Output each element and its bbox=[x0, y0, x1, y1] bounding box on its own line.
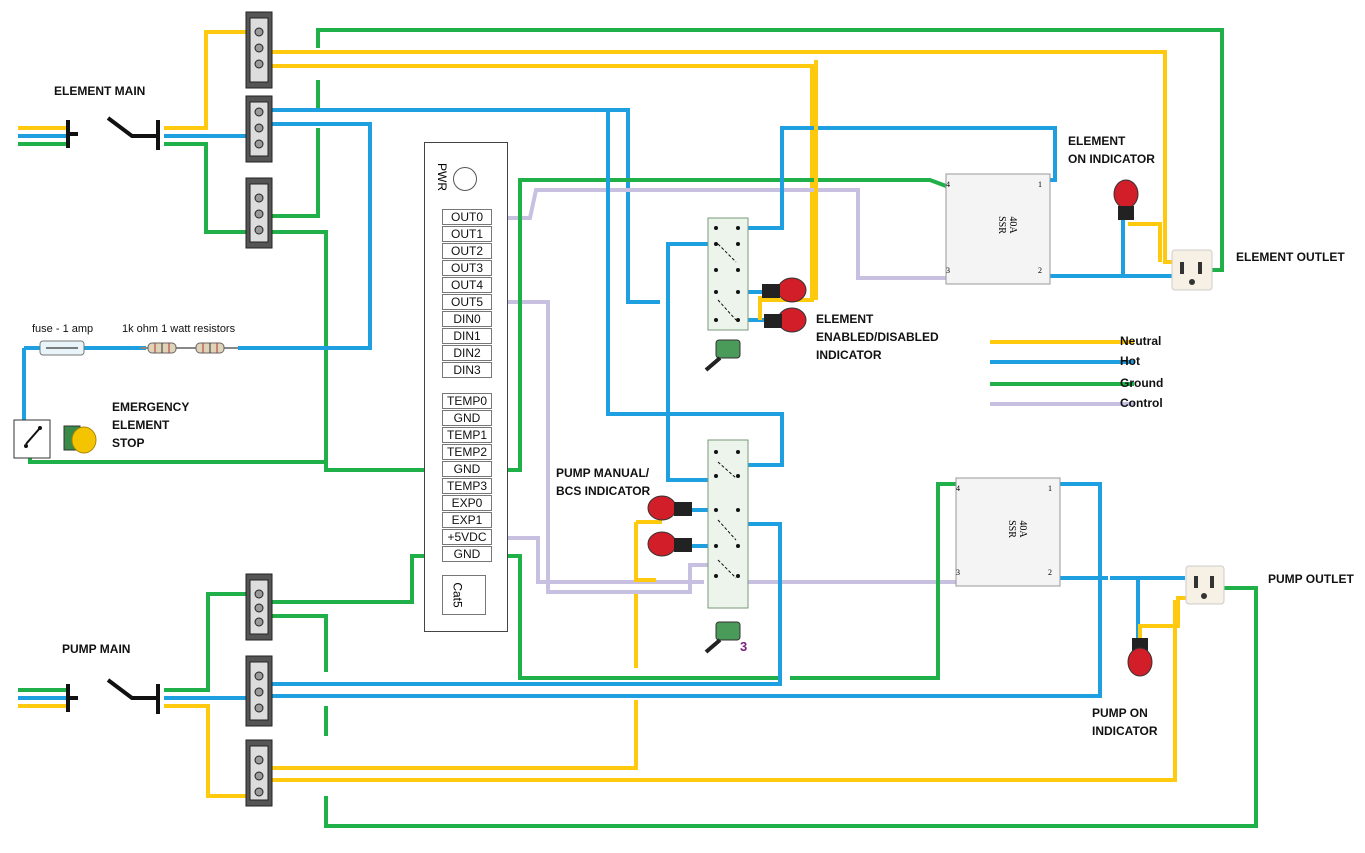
emergency-label-1: EMERGENCY bbox=[112, 400, 190, 414]
pump-on-indicator-icon bbox=[1127, 638, 1153, 677]
pump-on-label-2: INDICATOR bbox=[1092, 724, 1158, 738]
cat5-port: Cat5 bbox=[442, 575, 486, 615]
element-main-switch bbox=[66, 116, 160, 150]
port-din3: DIN3 bbox=[442, 362, 492, 378]
pump-manual-label-2: BCS INDICATOR bbox=[556, 484, 651, 498]
port-exp1: EXP1 bbox=[442, 512, 492, 528]
emergency-label-2: ELEMENT bbox=[112, 418, 170, 432]
port-exp0: EXP0 bbox=[442, 495, 492, 511]
pump-toggle-switch-icon bbox=[704, 621, 741, 654]
bcs-controller: PWR OUT0 OUT1 OUT2 OUT3 OUT4 OUT5 DIN0 D… bbox=[424, 142, 508, 632]
switch-number-label: 3 bbox=[740, 639, 748, 654]
cat5-label: Cat5 bbox=[450, 582, 465, 608]
legend-lines bbox=[990, 340, 1134, 406]
legend-hot-label: Hot bbox=[1120, 354, 1140, 368]
port-temp2: TEMP2 bbox=[442, 444, 492, 460]
port-din2: DIN2 bbox=[442, 345, 492, 361]
port-temp3: TEMP3 bbox=[442, 478, 492, 494]
emergency-stop-switch bbox=[13, 419, 51, 459]
element-switch-wires bbox=[606, 60, 1175, 482]
terminal-block-pump-3 bbox=[245, 739, 273, 807]
resistors-label: 1k ohm 1 watt resistors bbox=[122, 323, 236, 335]
port-gnd-1: GND bbox=[442, 410, 492, 426]
element-main-wires bbox=[18, 28, 1224, 472]
pump-selector-switch bbox=[707, 439, 749, 609]
element-main-label: ELEMENT MAIN bbox=[54, 84, 146, 98]
port-gnd-3: GND bbox=[442, 546, 492, 562]
element-on-label-2: ON INDICATOR bbox=[1068, 152, 1155, 166]
port-din1: DIN1 bbox=[442, 328, 492, 344]
terminal-blocks bbox=[245, 11, 273, 807]
port-out4: OUT4 bbox=[442, 277, 492, 293]
port-din0: DIN0 bbox=[442, 311, 492, 327]
port-out1: OUT1 bbox=[442, 226, 492, 242]
pwr-label: PWR bbox=[435, 163, 449, 191]
element-on-indicator-icon bbox=[1113, 179, 1139, 220]
fuse-label: fuse - 1 amp bbox=[32, 323, 94, 335]
bcs-wires bbox=[272, 178, 958, 680]
fuse bbox=[39, 340, 85, 356]
port-temp1: TEMP1 bbox=[442, 427, 492, 443]
resistors bbox=[140, 342, 238, 354]
element-on-label-1: ELEMENT bbox=[1068, 134, 1126, 148]
pump-outlet-label: PUMP OUTLET bbox=[1268, 572, 1354, 586]
port-5vdc: +5VDC bbox=[442, 529, 492, 545]
port-out2: OUT2 bbox=[442, 243, 492, 259]
terminal-block-element-3 bbox=[245, 177, 273, 249]
pump-switch-wires bbox=[272, 482, 1190, 698]
terminal-block-element-2 bbox=[245, 95, 273, 163]
power-led-icon bbox=[453, 167, 477, 191]
element-enabled-indicator-2-icon bbox=[764, 307, 807, 333]
element-enabled-label-2: ENABLED/DISABLED bbox=[816, 330, 939, 344]
port-gnd-2: GND bbox=[442, 461, 492, 477]
pump-manual-indicator-2-icon bbox=[647, 531, 692, 557]
pump-main-wires bbox=[18, 586, 1258, 828]
pump-main-label: PUMP MAIN bbox=[62, 642, 131, 656]
pump-outlet-icon bbox=[1185, 565, 1225, 605]
pump-manual-indicator-1-icon bbox=[647, 495, 692, 521]
element-outlet-label: ELEMENT OUTLET bbox=[1236, 250, 1345, 264]
legend-neutral-label: Neutral bbox=[1120, 334, 1162, 348]
port-temp0: TEMP0 bbox=[442, 393, 492, 409]
ssr-pump bbox=[955, 477, 1061, 587]
port-out0: OUT0 bbox=[442, 209, 492, 225]
element-enabled-label-3: INDICATOR bbox=[816, 348, 882, 362]
port-out5: OUT5 bbox=[442, 294, 492, 310]
legend-control-label: Control bbox=[1120, 396, 1163, 410]
legend-ground-label: Ground bbox=[1120, 376, 1164, 390]
emergency-label-3: STOP bbox=[112, 436, 145, 450]
element-enabled-indicator-1-icon bbox=[762, 277, 807, 303]
pump-manual-label-1: PUMP MANUAL/ bbox=[556, 466, 650, 480]
terminal-block-pump-1 bbox=[245, 573, 273, 641]
element-selector-switch bbox=[707, 217, 749, 331]
element-toggle-switch-icon bbox=[704, 339, 741, 372]
pump-main-switch bbox=[66, 678, 160, 714]
indicator-lamps bbox=[647, 179, 1153, 677]
pump-on-label-1: PUMP ON bbox=[1092, 706, 1148, 720]
emergency-stop-button-icon bbox=[63, 425, 97, 454]
port-out3: OUT3 bbox=[442, 260, 492, 276]
terminal-block-element-1 bbox=[245, 11, 273, 89]
element-outlet-icon bbox=[1171, 249, 1213, 291]
element-enabled-label-1: ELEMENT bbox=[816, 312, 874, 326]
ssr-element bbox=[945, 173, 1051, 285]
terminal-block-pump-2 bbox=[245, 655, 273, 727]
